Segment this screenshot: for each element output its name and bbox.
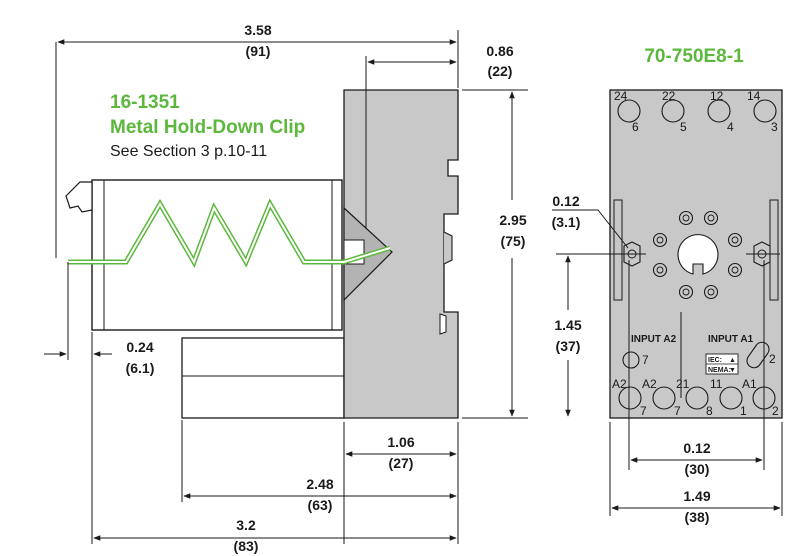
socket-pin-hole bbox=[678, 284, 694, 300]
dim-mount-hole-height-mm: (37) bbox=[556, 338, 581, 354]
dim-mount-hole-height-in: 1.45 bbox=[554, 317, 581, 333]
socket-pin-inner bbox=[682, 214, 690, 222]
dim-socket-width-mm: (38) bbox=[685, 509, 710, 525]
input-a1-label: INPUT A1 bbox=[708, 334, 754, 345]
nema-label: NEMA: bbox=[708, 367, 731, 374]
leader-line bbox=[552, 209, 629, 249]
side-view bbox=[65, 89, 459, 419]
pin-label-top: 14 bbox=[747, 89, 761, 103]
pin-label-top: 11 bbox=[710, 377, 723, 391]
pin-label-top: A2 bbox=[612, 377, 627, 391]
dim-base-depth-in: 2.48 bbox=[306, 476, 333, 492]
pin-label-bottom: 7 bbox=[640, 404, 647, 418]
terminal-screw bbox=[618, 386, 642, 410]
dim-hole-spacing-in: 0.12 bbox=[683, 440, 710, 456]
dim-base-depth-mm: (63) bbox=[308, 497, 333, 513]
pin-label-bottom: 6 bbox=[632, 120, 639, 134]
dim-socket-depth-mm: (27) bbox=[389, 455, 414, 471]
hold-down-clip-inner bbox=[68, 201, 391, 265]
side-rail-right bbox=[769, 199, 779, 301]
terminal-screw bbox=[652, 386, 676, 410]
dim-socket-width-in: 1.49 bbox=[683, 488, 710, 504]
socket-pin-hole bbox=[703, 210, 719, 226]
clip-reference: See Section 3 p.10-11 bbox=[110, 143, 267, 160]
dim-total-depth-in: 3.2 bbox=[236, 517, 256, 533]
nema-symbol: ▼ bbox=[729, 367, 736, 374]
din-rail-notch bbox=[443, 231, 453, 265]
socket-body-side bbox=[343, 89, 459, 419]
center-key-hole bbox=[677, 234, 719, 275]
dim-rail-depth-in: 0.86 bbox=[486, 43, 513, 59]
terminal-screw bbox=[685, 386, 709, 410]
socket-pin-inner bbox=[707, 288, 715, 296]
input-a2-label: INPUT A2 bbox=[631, 334, 677, 345]
side-rail-left bbox=[613, 199, 623, 301]
input-a2-pin: 7 bbox=[642, 353, 649, 367]
pin-label-bottom: 8 bbox=[706, 404, 713, 418]
dim-clip-offset-in: 0.24 bbox=[126, 339, 153, 355]
socket-pin-inner bbox=[656, 266, 664, 274]
pin-label-bottom: 4 bbox=[727, 120, 734, 134]
terminal-screw bbox=[661, 99, 685, 123]
dim-total-depth-mm: (83) bbox=[234, 538, 259, 554]
dim-hole-spacing-mm: (30) bbox=[685, 461, 710, 477]
clip-name: Metal Hold-Down Clip bbox=[110, 117, 305, 138]
relay-flange bbox=[65, 181, 93, 213]
clip-part-number: 16-1351 bbox=[110, 92, 180, 113]
pin-label-top: 12 bbox=[710, 89, 724, 103]
dim-clip-offset-mm: (6.1) bbox=[126, 360, 155, 376]
iec-symbol: ▲ bbox=[729, 357, 736, 364]
pin-label-bottom: 7 bbox=[674, 404, 681, 418]
base-plate-outline bbox=[181, 337, 345, 419]
dim-overall-width-mm: (91) bbox=[246, 43, 271, 59]
terminal-screw bbox=[719, 386, 743, 410]
dim-socket-depth-in: 1.06 bbox=[387, 434, 414, 450]
pin-label-bottom: 5 bbox=[680, 120, 687, 134]
terminal-screw bbox=[753, 99, 777, 123]
socket-pin-hole bbox=[727, 262, 743, 278]
pin-label-bottom: 1 bbox=[740, 404, 747, 418]
dim-mount-hole-dia-mm: (3.1) bbox=[552, 214, 581, 230]
socket-pin-hole bbox=[678, 210, 694, 226]
pin-label-top: 22 bbox=[662, 89, 676, 103]
socket-pin-inner bbox=[707, 214, 715, 222]
pin-label-top: 21 bbox=[676, 377, 690, 391]
socket-pin-inner bbox=[731, 236, 739, 244]
terminal-screw bbox=[617, 99, 641, 123]
dim-height-mm: (75) bbox=[501, 233, 526, 249]
input-a1-pin: 2 bbox=[769, 352, 776, 366]
dim-mount-hole-dia-in: 0.12 bbox=[552, 193, 579, 209]
socket-pin-inner bbox=[731, 266, 739, 274]
pin-label-bottom: 2 bbox=[772, 404, 779, 418]
pin-label-top: A1 bbox=[742, 377, 757, 391]
socket-pin-hole bbox=[652, 262, 668, 278]
socket-latch bbox=[439, 313, 447, 335]
pin-label-top: A2 bbox=[642, 377, 657, 391]
socket-pin-hole bbox=[652, 232, 668, 248]
dim-rail-depth-mm: (22) bbox=[488, 63, 513, 79]
socket-pin-inner bbox=[656, 236, 664, 244]
socket-pin-hole bbox=[727, 232, 743, 248]
dim-height-in: 2.95 bbox=[499, 212, 526, 228]
iec-label: IEC: bbox=[708, 357, 722, 364]
socket-part-number: 70-750E8-1 bbox=[644, 46, 744, 67]
input-a2-terminal bbox=[622, 351, 640, 369]
dim-overall-width-in: 3.58 bbox=[244, 22, 271, 38]
socket-pin-inner bbox=[682, 288, 690, 296]
pin-label-bottom: 3 bbox=[771, 120, 778, 134]
socket-pin-hole bbox=[703, 284, 719, 300]
terminal-screw bbox=[707, 99, 731, 123]
pin-label-top: 24 bbox=[614, 89, 628, 103]
